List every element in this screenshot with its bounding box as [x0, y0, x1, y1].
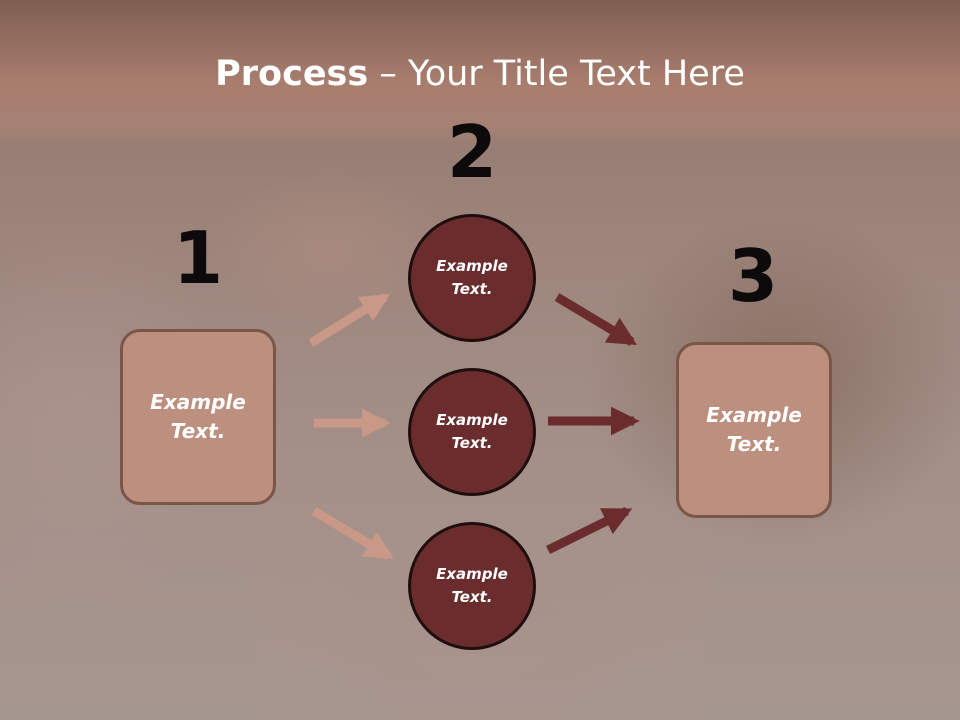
step-2-circle-2[interactable]: Example Text.: [408, 368, 536, 496]
step-3-box[interactable]: Example Text.: [676, 342, 832, 518]
step-2-circle-1-text: Example Text.: [436, 257, 508, 298]
slide-title: Process – Your Title Text Here: [0, 52, 960, 96]
title-rest-part: – Your Title Text Here: [368, 54, 745, 94]
step-1-box[interactable]: Example Text.: [120, 329, 276, 505]
header-band: [0, 0, 960, 150]
arrow-top-to-3: [554, 293, 637, 346]
title-bold-part: Process: [215, 54, 369, 94]
step-2-number: 2: [446, 110, 498, 194]
step-3-number: 3: [727, 234, 779, 318]
arrow-1-to-top: [308, 293, 390, 347]
step-1-text: Example Text.: [150, 390, 246, 443]
arrow-1-to-bottom: [311, 507, 394, 560]
step-2-circle-1[interactable]: Example Text.: [408, 214, 536, 342]
step-2-circle-3[interactable]: Example Text.: [408, 522, 536, 650]
step-2-circle-3-text: Example Text.: [436, 565, 508, 606]
step-1-number: 1: [172, 216, 224, 300]
step-2-circle-2-text: Example Text.: [436, 411, 508, 452]
step-3-text: Example Text.: [706, 403, 802, 456]
arrow-bottom-to-3: [546, 506, 633, 555]
